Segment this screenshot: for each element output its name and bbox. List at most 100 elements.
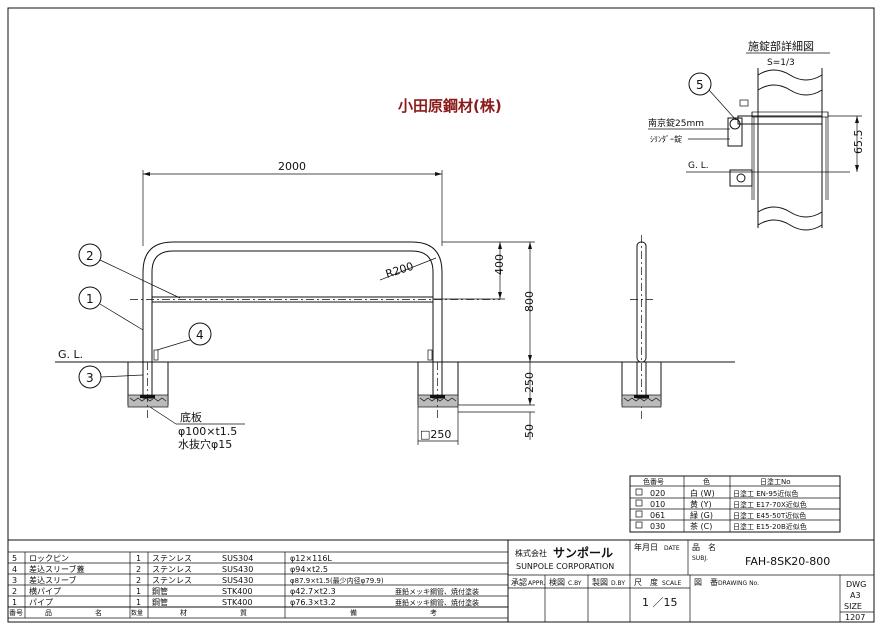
color-header-no: 色番号 xyxy=(643,477,664,486)
balloon-3: 3 xyxy=(86,371,94,385)
drawing-no-en: DRAWING No. xyxy=(718,580,759,587)
width-dim: 2000 xyxy=(278,160,306,173)
part-1-qty: 1 xyxy=(136,598,141,607)
part-1-spec: φ76.3×t3.2 xyxy=(290,598,336,607)
parts-header-name-2: 名 xyxy=(95,608,102,617)
subj-label: SUBJ. xyxy=(692,555,708,562)
part-3-name: 差込スリーブ xyxy=(29,575,77,585)
draw-label: 製図 xyxy=(592,577,608,587)
scale-value: 1 ／15 xyxy=(642,596,678,609)
side-view xyxy=(621,235,662,420)
color-row-1-no: 020 xyxy=(650,489,665,498)
part-1-grade: STK400 xyxy=(222,598,252,607)
color-header-color: 色 xyxy=(703,477,710,486)
parts-header-no: 番号 xyxy=(9,609,23,617)
left-footing xyxy=(127,361,169,420)
color-table: 色番号 色 日塗工No 020 白 (W) 日塗工 EN-95近似色 010 黄… xyxy=(629,475,841,533)
part-4-no: 4 xyxy=(12,565,17,574)
date-label-en: DATE xyxy=(664,545,680,552)
company-stamp: 小田原鋼材(株) xyxy=(398,97,502,115)
product-name: FAH-8SK20-800 xyxy=(745,555,830,568)
company-logo: サンポール xyxy=(553,545,613,560)
part-5-grade: SUS304 xyxy=(222,554,253,563)
size-value: A3 xyxy=(850,591,861,600)
part-1-no: 1 xyxy=(12,598,17,607)
name-label: 品 名 xyxy=(692,542,716,552)
sheet-code: 1207 xyxy=(845,613,865,622)
scale-label: 尺 度 xyxy=(634,577,658,587)
arch-pipe-outer xyxy=(142,241,443,362)
part-5-name: ロックピン xyxy=(29,554,69,563)
parts-header-note-1: 備 xyxy=(350,608,357,617)
part-5-qty: 1 xyxy=(136,554,141,563)
dim-800: 800 xyxy=(523,291,536,312)
color-row-4-ntg: 日塗工 E15-20B近似色 xyxy=(733,522,807,531)
dim-400: 400 xyxy=(493,254,506,275)
color-row-3-no: 061 xyxy=(650,511,665,520)
part-3-no: 3 xyxy=(12,576,17,585)
detail-title: 施錠部詳細図 xyxy=(748,39,814,53)
part-4-material: ステンレス xyxy=(152,565,192,574)
scale-en: SCALE xyxy=(662,580,681,587)
balloon-2: 2 xyxy=(86,249,94,263)
detail-balloon-5: 5 xyxy=(696,78,704,92)
base-plate-spec: φ100×t1.5 xyxy=(178,425,237,438)
part-2-no: 2 xyxy=(12,587,17,596)
color-row-3-ntg: 日塗工 E45-50T近似色 xyxy=(733,511,806,520)
arch-pipe-inner xyxy=(151,250,434,362)
parts-header-material-2: 質 xyxy=(240,608,247,617)
check-label: 検図 xyxy=(549,577,565,587)
title-block: 株式会社 サンポール SUNPOLE CORPORATION 年月日 DATE … xyxy=(508,539,874,622)
approval-label: 承認 xyxy=(511,577,527,587)
base-plate-title: 底板 xyxy=(180,410,202,424)
color-row-2-ntg: 日塗工 E17-70X近似色 xyxy=(733,500,807,509)
detail-ground-label: G. L. xyxy=(688,161,709,171)
part-1-note: 亜鉛メッキ鋼管、焼付塗装 xyxy=(395,598,479,607)
ground-label: G. L. xyxy=(58,348,83,361)
parts-list: 5 ロックピン 1 ステンレス SUS304 φ12×116L 4 差込スリーブ… xyxy=(8,539,509,622)
front-view: 2000 R200 400 800 G. L. xyxy=(55,160,735,451)
company-jp: 株式会社 xyxy=(515,548,547,558)
parts-header-note-2: 考 xyxy=(430,609,437,617)
part-2-material: 鋼管 xyxy=(152,586,168,596)
detail-view: 施錠部詳細図 S=1/3 5 南京錠25mm ｼﾘﾝﾀﾞｰ錠 G. L. xyxy=(648,39,865,231)
dim-65-5: 65.5 xyxy=(852,130,865,155)
part-2-spec: φ42.7×t2.3 xyxy=(290,587,336,596)
color-row-1-color: 白 (W) xyxy=(690,488,715,498)
part-1-material: 鋼管 xyxy=(152,597,168,607)
size-label: SIZE xyxy=(844,602,862,611)
dim-50: 50 xyxy=(523,424,536,438)
date-label: 年月日 xyxy=(634,542,658,552)
color-row-4-color: 茶 (C) xyxy=(690,521,712,531)
sheet-border xyxy=(7,7,875,623)
color-row-4-no: 030 xyxy=(650,522,665,531)
part-2-qty: 1 xyxy=(136,587,141,596)
part-4-spec: φ94×t2.5 xyxy=(290,565,328,574)
part-2-name: 横パイプ xyxy=(29,586,61,596)
parts-header-qty: 数量 xyxy=(131,609,143,617)
drain-hole: 水抜穴φ15 xyxy=(178,437,232,451)
part-1-name: パイプ xyxy=(29,598,53,607)
part-4-name: 差込スリーブ蓋 xyxy=(29,564,85,574)
part-5-spec: φ12×116L xyxy=(290,554,332,563)
right-footing xyxy=(417,349,459,420)
color-row-3-color: 緑 (G) xyxy=(690,510,713,520)
part-5-material: ステンレス xyxy=(152,554,192,563)
dwg-label: DWG xyxy=(846,580,866,589)
balloon-1: 1 xyxy=(86,292,94,306)
part-4-qty: 2 xyxy=(136,565,141,574)
part-3-material: ステンレス xyxy=(152,576,192,585)
draw-en: D.BY xyxy=(611,580,625,587)
part-4-grade: SUS430 xyxy=(222,565,253,574)
color-header-ntg: 日塗工No xyxy=(760,477,791,486)
lock-label: 南京錠25mm xyxy=(648,117,704,129)
color-row-1-ntg: 日塗工 EN-95近似色 xyxy=(733,489,798,498)
balloon-4: 4 xyxy=(196,328,204,342)
color-row-2-no: 010 xyxy=(650,500,665,509)
radius-label: R200 xyxy=(384,260,415,281)
color-row-2-color: 黄 (Y) xyxy=(690,499,712,509)
cylinder-label: ｼﾘﾝﾀﾞｰ錠 xyxy=(650,134,682,144)
check-en: C.BY xyxy=(568,580,582,587)
